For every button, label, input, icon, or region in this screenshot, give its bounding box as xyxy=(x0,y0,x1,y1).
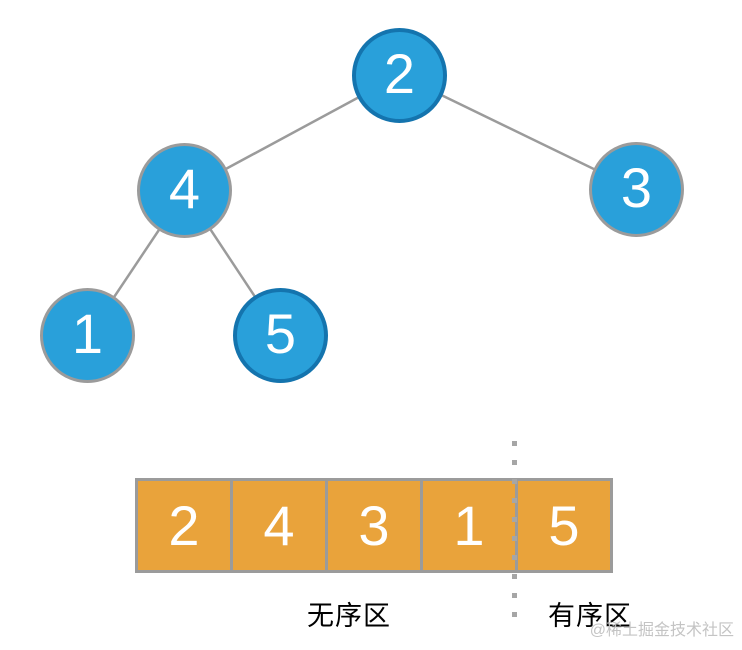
tree-node-left: 4 xyxy=(137,143,232,238)
heap-array: 2 4 3 1 5 xyxy=(135,478,613,573)
array-cell: 5 xyxy=(518,481,610,570)
tree-node-root: 2 xyxy=(352,28,447,123)
tree-node-value: 3 xyxy=(620,155,653,219)
ordered-region-label: 有序区 xyxy=(548,601,632,631)
watermark-text: @稀土掘金技术社区 xyxy=(589,622,734,639)
array-cell: 2 xyxy=(138,481,233,570)
tree-node-value: 5 xyxy=(264,301,297,365)
tree-node-value: 1 xyxy=(71,301,104,365)
tree-node-value: 4 xyxy=(168,156,201,220)
tree-node-right: 3 xyxy=(589,142,684,237)
tree-node-value: 2 xyxy=(383,41,416,105)
tree-node-left-right: 5 xyxy=(233,288,328,383)
unordered-region-label: 无序区 xyxy=(307,601,391,631)
region-divider-dotted-line xyxy=(512,441,517,627)
array-cell: 4 xyxy=(233,481,328,570)
array-cell: 3 xyxy=(328,481,423,570)
array-cell: 1 xyxy=(423,481,518,570)
tree-node-left-left: 1 xyxy=(40,288,135,383)
